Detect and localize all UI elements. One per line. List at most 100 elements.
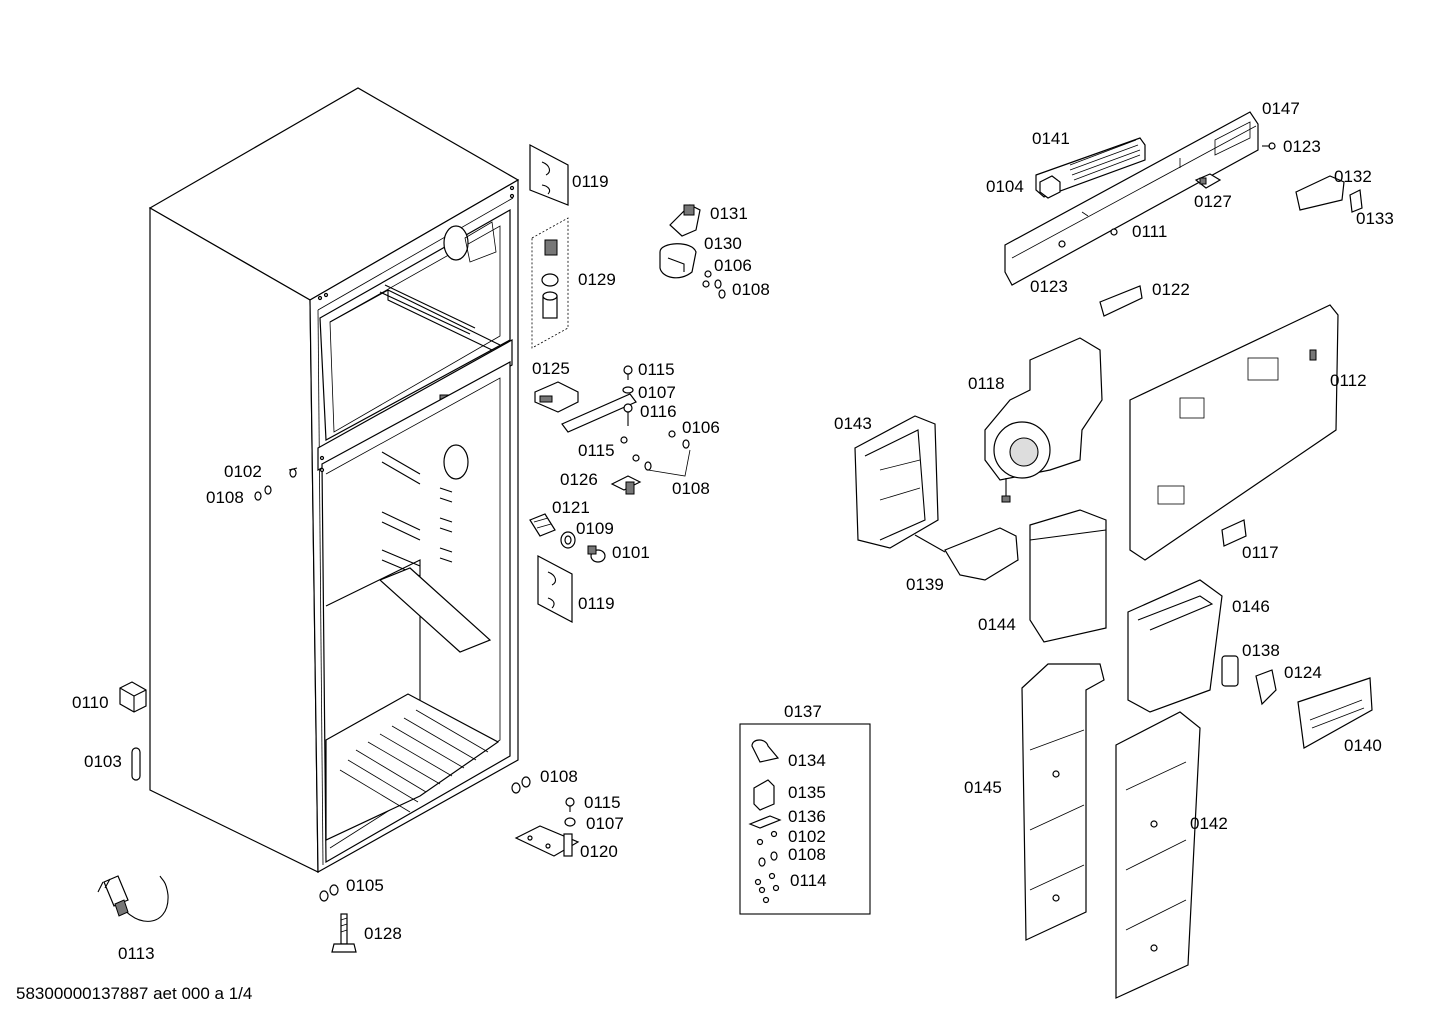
label-0102-left: 0102 [224, 462, 262, 481]
washer-0107-lower [564, 817, 576, 827]
part-0101 [587, 545, 606, 563]
leveling-foot-0128 [331, 913, 357, 953]
label-0107-lower: 0107 [586, 814, 624, 833]
label-0127: 0127 [1194, 192, 1232, 211]
display-0141 [1035, 137, 1146, 198]
part-0109 [560, 531, 576, 549]
label-0147: 0147 [1262, 99, 1300, 118]
label-0117: 0117 [1242, 543, 1279, 562]
label-0108-kit: 0108 [788, 845, 826, 864]
part-0110-block [119, 681, 147, 713]
part-0103-cylinder [131, 747, 141, 781]
screw-0111 [1110, 228, 1118, 236]
cover-0119-bottom [537, 555, 573, 623]
screws-0115-0106-0108-mid [620, 430, 691, 477]
part-0124 [1255, 669, 1277, 706]
label-0104: 0104 [986, 177, 1024, 196]
label-0105: 0105 [346, 876, 384, 895]
label-0108-top: 0108 [732, 280, 770, 299]
label-0138: 0138 [1242, 641, 1280, 660]
bracket-0132 [1295, 175, 1345, 211]
label-0112: 0112 [1330, 371, 1367, 390]
washer-0105 [319, 884, 339, 902]
part-0121 [529, 513, 556, 537]
label-0123-right: 0123 [1283, 137, 1321, 156]
clip-0127 [1194, 173, 1222, 189]
label-0124: 0124 [1284, 663, 1322, 682]
fan-housing-0118 [984, 337, 1103, 503]
label-0108-mid: 0108 [672, 479, 710, 498]
washer-0107-top [622, 386, 634, 394]
label-0103: 0103 [84, 752, 122, 771]
label-0119-top: 0119 [572, 172, 609, 191]
clip-0117 [1221, 519, 1247, 547]
bracket-0131 [669, 204, 701, 237]
refrigerator-cabinet [148, 87, 520, 874]
label-0115-top: 0115 [638, 360, 675, 379]
label-0144: 0144 [978, 615, 1016, 634]
duct-0144 [1029, 509, 1107, 643]
label-0107-top: 0107 [638, 383, 676, 402]
label-0126: 0126 [560, 470, 598, 489]
part-0138 [1221, 655, 1239, 687]
panel-0142 [1115, 711, 1201, 999]
label-0120: 0120 [580, 842, 618, 861]
label-0106-mid: 0106 [682, 418, 720, 437]
screw-0115-lower [565, 797, 575, 812]
screws-0106-0108-top [702, 270, 726, 299]
bottom-hinge-0120 [514, 825, 580, 857]
label-0123-bottom: 0123 [1030, 277, 1068, 296]
label-0134: 0134 [788, 751, 826, 770]
hinge-arm-0116 [561, 393, 637, 433]
label-0142: 0142 [1190, 814, 1228, 833]
kit-box-0137 [739, 723, 871, 915]
label-0135: 0135 [788, 783, 826, 802]
label-0143: 0143 [834, 414, 872, 433]
label-0140: 0140 [1344, 736, 1382, 755]
label-0114: 0114 [790, 871, 827, 890]
hinge-0125 [534, 381, 579, 413]
label-0136: 0136 [788, 807, 826, 826]
connector-0104 [1039, 175, 1061, 199]
label-0122 [1099, 285, 1143, 317]
washer-0108-lower [511, 776, 531, 794]
label-0101: 0101 [612, 543, 650, 562]
label-0121: 0121 [552, 498, 590, 517]
label-0125: 0125 [532, 359, 570, 378]
document-id: 58300000137887 aet 000 a 1/4 [16, 984, 253, 1003]
panel-0145 [1021, 663, 1105, 941]
cover-0119-top [529, 144, 569, 206]
kit-box-0129 [531, 217, 569, 349]
power-cord-0113 [97, 875, 169, 922]
screw-0115-top [623, 365, 633, 380]
part-0126 [610, 475, 642, 495]
washer-0108-left [254, 485, 272, 501]
label-0118: 0118 [968, 374, 1005, 393]
screw-0102-left [288, 467, 298, 478]
label-0132: 0132 [1334, 167, 1372, 186]
drawer-0146 [1127, 579, 1223, 713]
label-0115-mid: 0115 [578, 441, 615, 460]
damper-0139 [914, 527, 1019, 581]
label-0133: 0133 [1356, 209, 1394, 228]
label-0122: 0122 [1152, 280, 1190, 299]
label-0141: 0141 [1032, 129, 1070, 148]
label-0139: 0139 [906, 575, 944, 594]
label-0119-bottom: 0119 [578, 594, 615, 613]
label-0129: 0129 [578, 270, 616, 289]
rear-cover-0112 [1129, 304, 1339, 561]
label-0116: 0116 [640, 402, 677, 421]
label-0131: 0131 [710, 204, 748, 223]
air-duct-0143 [854, 415, 939, 549]
label-0102-kit: 0102 [788, 827, 826, 846]
label-0108-lower: 0108 [540, 767, 578, 786]
label-0110: 0110 [72, 693, 109, 712]
clip-0133 [1349, 189, 1363, 213]
tray-0140 [1297, 677, 1373, 749]
label-0109: 0109 [576, 519, 614, 538]
label-0115-lower: 0115 [584, 793, 621, 812]
label-0128: 0128 [364, 924, 402, 943]
label-0146: 0146 [1232, 597, 1270, 616]
label-0130: 0130 [704, 234, 742, 253]
